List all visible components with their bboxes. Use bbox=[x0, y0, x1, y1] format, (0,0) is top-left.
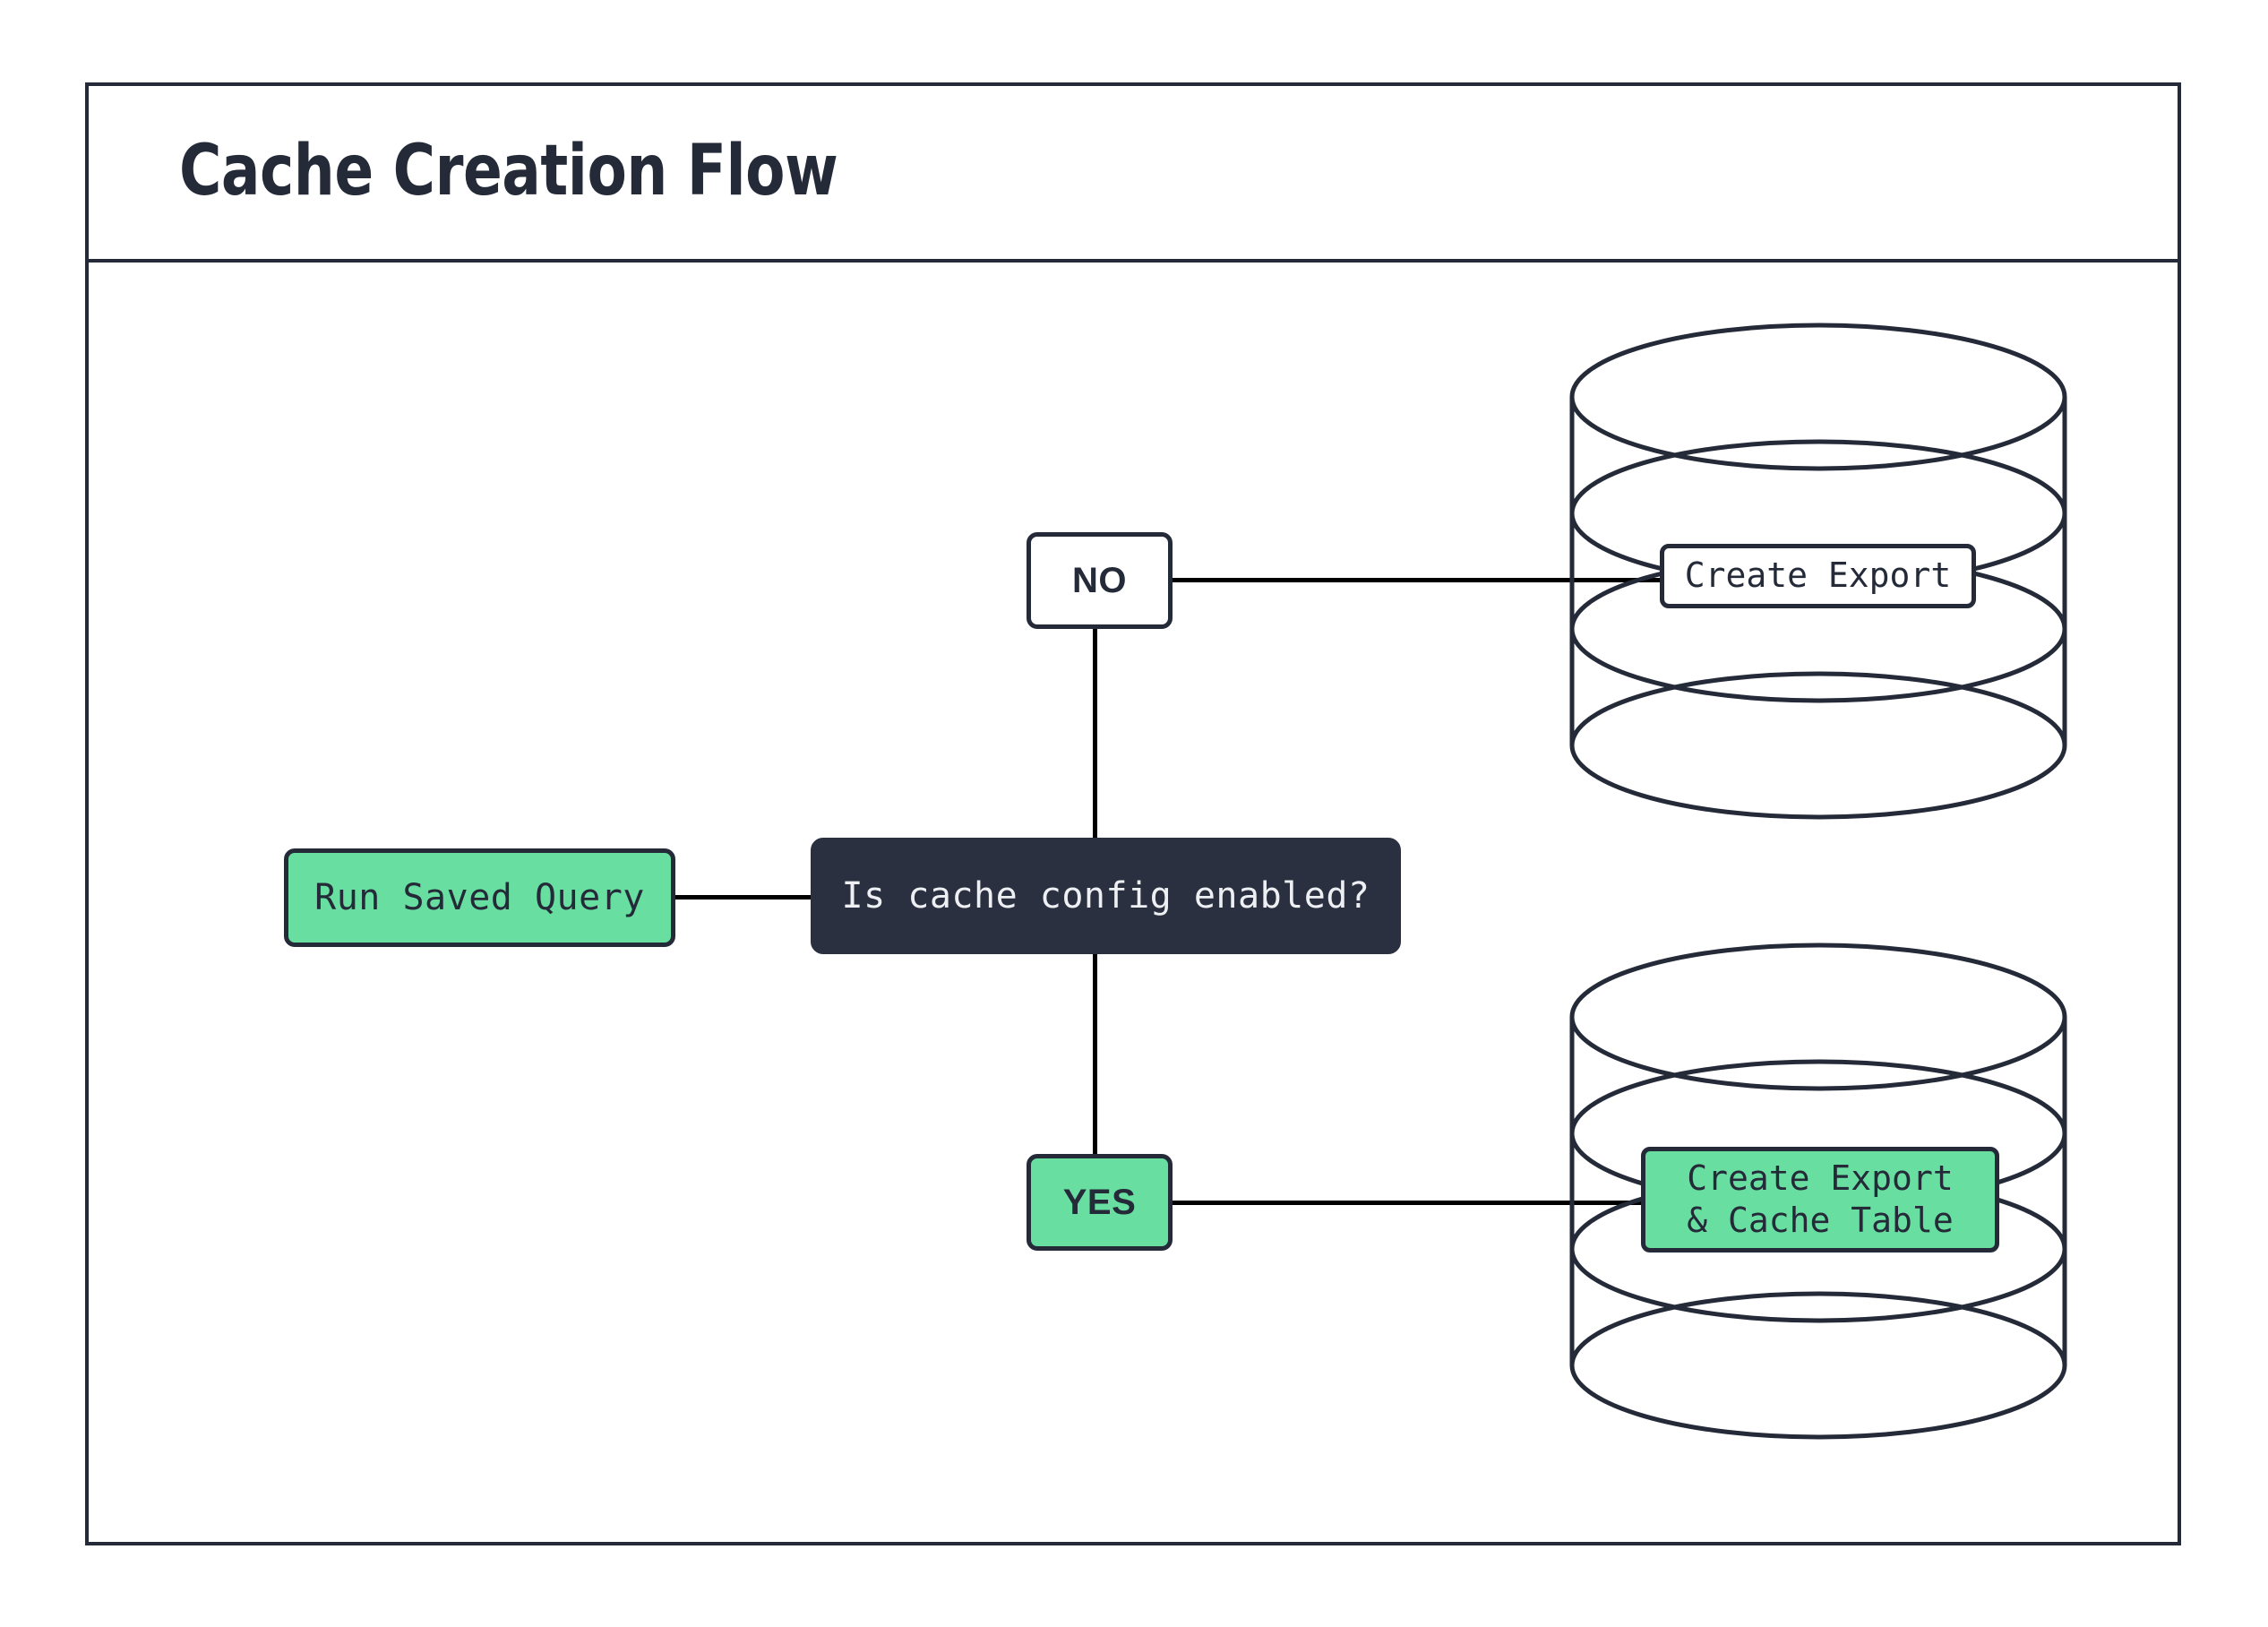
cylinder-label-cache-line1: Create Export bbox=[1687, 1158, 1954, 1198]
database-cylinder-create-export[interactable] bbox=[1569, 323, 2067, 820]
database-icon bbox=[1569, 323, 2067, 820]
edge-decision-to-yes bbox=[1093, 948, 1097, 1159]
cylinder-label-create-export-text: Create Export bbox=[1684, 555, 1952, 596]
edge-decision-to-no bbox=[1093, 627, 1097, 844]
node-decision-cache-config[interactable]: Is cache config enabled? bbox=[811, 838, 1401, 954]
page-title: Cache Creation Flow bbox=[179, 130, 838, 211]
node-decision-label: Is cache config enabled? bbox=[841, 875, 1370, 917]
edge-query-to-decision bbox=[675, 895, 814, 900]
node-branch-no-label: NO bbox=[1072, 560, 1127, 600]
node-branch-yes[interactable]: YES bbox=[1027, 1154, 1173, 1251]
title-bar: Cache Creation Flow bbox=[85, 82, 2181, 263]
node-branch-no[interactable]: NO bbox=[1027, 532, 1173, 629]
node-branch-yes-label: YES bbox=[1062, 1182, 1137, 1222]
cylinder-label-cache-line2: & Cache Table bbox=[1687, 1201, 1954, 1240]
database-cylinder-create-export-cache[interactable] bbox=[1569, 943, 2067, 1440]
cylinder-label-create-export-cache[interactable]: Create Export & Cache Table bbox=[1641, 1147, 1999, 1253]
node-run-saved-query-label: Run Saved Query bbox=[314, 877, 645, 918]
edge-yes-to-create-export-cache bbox=[1171, 1201, 1648, 1205]
cylinder-label-create-export[interactable]: Create Export bbox=[1660, 544, 1976, 608]
database-icon bbox=[1569, 943, 2067, 1440]
node-run-saved-query[interactable]: Run Saved Query bbox=[284, 848, 675, 947]
edge-no-to-create-export bbox=[1171, 578, 1666, 582]
